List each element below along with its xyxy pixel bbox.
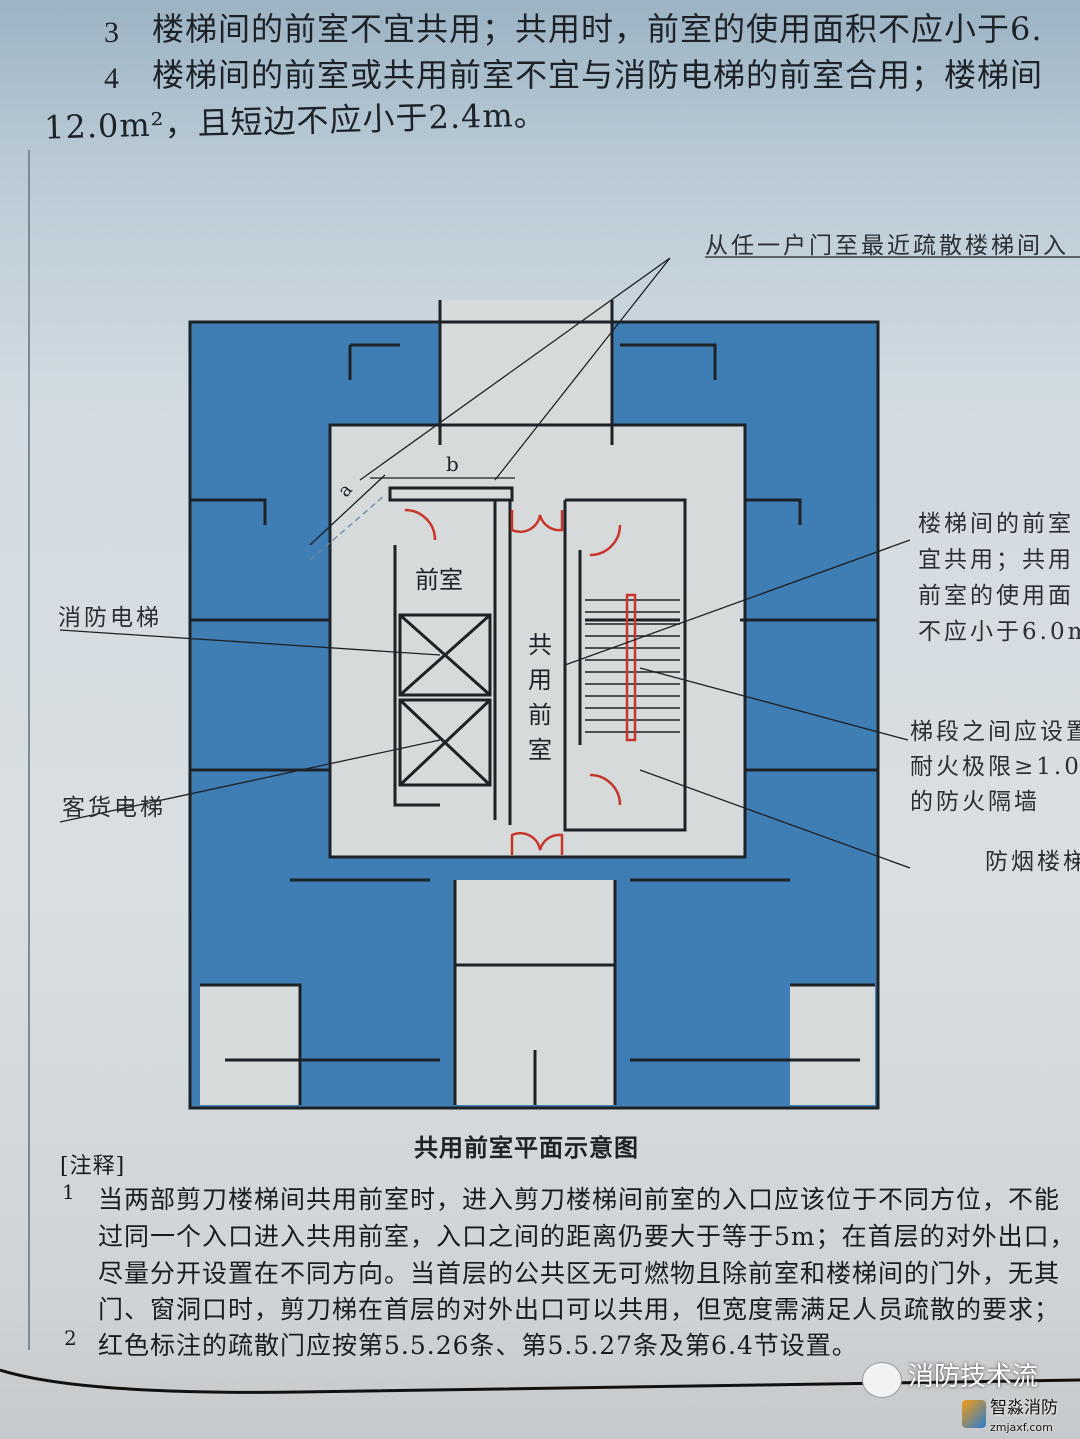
walls	[188, 300, 880, 1110]
dimension-b: b	[446, 452, 459, 476]
room-shared-char: 共	[528, 631, 552, 659]
room-shared-anteroom: 共 用 前 室	[528, 628, 552, 768]
label-door-to-stair-distance: 从任一户门至最近疏散楼梯间入	[705, 233, 1069, 259]
note-1-line2: 过同一个入口进入共用前室，入口之间的距离仍要大于等于5m；在首层的对外出口，	[98, 1222, 1076, 1251]
note-1-number: 1	[62, 1180, 76, 1204]
page-margin-line	[28, 150, 30, 1350]
item-3-number: 3	[104, 16, 119, 49]
item-4-number: 4	[104, 62, 119, 95]
diagram-caption: 共用前室平面示意图	[414, 1133, 639, 1162]
note-1-line1: 当两部剪刀楼梯间共用前室时，进入剪刀楼梯间前室的入口应该位于不同方位，不能	[98, 1185, 1061, 1214]
note-2-line1: 红色标注的疏散门应按第5.5.26条、第5.5.27条及第6.4节设置。	[98, 1331, 858, 1360]
label-shared-anteroom-line1: 楼梯间的前室	[918, 511, 1074, 537]
stair-treads	[585, 599, 680, 733]
room-shared-char: 前	[528, 701, 552, 729]
note-1-line4: 门、窗洞口时，剪刀梯在首层的对外出口可以共用，但宽度需满足人员疏散的要求；	[98, 1295, 1061, 1324]
brand-logo-icon	[962, 1400, 986, 1428]
room-shared-char: 用	[528, 666, 552, 694]
item-4-text: 楼梯间的前室或共用前室不宜与消防电梯的前室合用；楼梯间	[152, 56, 1044, 94]
room-shared-char: 室	[528, 736, 552, 764]
label-fire-wall-line3: 的防火隔墙	[910, 789, 1040, 815]
note-1-line3: 尽量分开设置在不同方向。当首层的公共区无可燃物且除前室和楼梯间的门外，无其	[98, 1259, 1061, 1288]
watermark-site: zmjaxf.com	[990, 1421, 1053, 1434]
leader-lines	[59, 256, 1080, 869]
label-shared-anteroom-line4: 不应小于6.0m	[918, 619, 1080, 645]
notes-heading: [注释]	[60, 1154, 126, 1179]
note-2-number: 2	[64, 1326, 78, 1350]
label-freight-elevator: 客货电梯	[62, 795, 166, 821]
label-fire-wall-line2: 耐火极限≥1.0	[910, 754, 1080, 780]
watermark-channel: 消防技术流	[908, 1362, 1039, 1392]
label-fire-wall-line1: 梯段之间应设置	[910, 719, 1080, 745]
wechat-icon	[862, 1362, 902, 1398]
label-fire-elevator: 消防电梯	[58, 605, 162, 631]
red-evacuation-doors	[404, 508, 637, 855]
item-3-text: 楼梯间的前室不宜共用；共用时，前室的使用面积不应小于6.	[152, 10, 1043, 48]
label-smoke-stair: 防烟楼梯	[985, 849, 1080, 875]
watermark-brand: 智淼消防	[990, 1398, 1058, 1418]
label-shared-anteroom-line2: 宜共用；共用	[918, 547, 1074, 573]
room-anteroom: 前室	[415, 566, 463, 594]
label-shared-anteroom-line3: 前室的使用面	[918, 583, 1074, 609]
